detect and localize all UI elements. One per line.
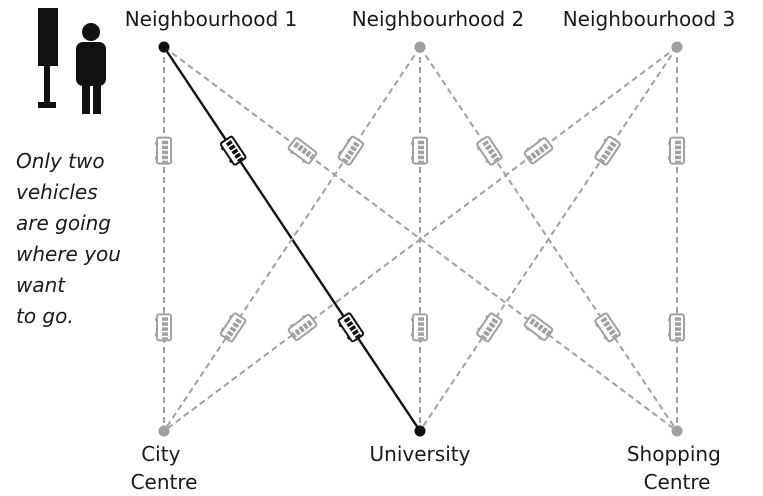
node-dot-n1 bbox=[158, 41, 170, 53]
node-dot-uni bbox=[414, 425, 426, 437]
node-label-shopping-centre: Shopping Centre bbox=[627, 442, 727, 494]
bus-icon bbox=[410, 313, 428, 342]
bus-icon bbox=[591, 133, 622, 167]
node-dot-n3 bbox=[671, 41, 683, 53]
bus-icon bbox=[521, 134, 555, 166]
routes-layer bbox=[163, 46, 678, 432]
nodes-layer bbox=[158, 41, 683, 437]
caption-line: where you bbox=[16, 242, 121, 266]
node-label-university: University bbox=[370, 442, 471, 466]
node-dot-shop bbox=[671, 425, 683, 437]
bus-icon bbox=[591, 311, 622, 345]
node-label-neighbourhood-1: Neighbourhood 1 bbox=[125, 7, 298, 31]
caption: Only two vehicles are going where you wa… bbox=[16, 149, 127, 328]
person-icon bbox=[76, 23, 106, 114]
caption-line: vehicles bbox=[16, 180, 98, 204]
route-n2-city bbox=[163, 46, 421, 432]
route-n3-city bbox=[163, 46, 678, 432]
bus-stop-sign-icon bbox=[38, 8, 58, 108]
bus-icon bbox=[285, 136, 319, 167]
bus-icon bbox=[667, 136, 685, 165]
bus-icon bbox=[154, 313, 172, 342]
caption-line: are going bbox=[16, 211, 111, 235]
node-dot-n2 bbox=[414, 41, 426, 53]
bus-icon bbox=[335, 133, 365, 167]
caption-line: Only two bbox=[16, 149, 105, 173]
bus-icon bbox=[217, 310, 248, 344]
node-label-neighbourhood-3: Neighbourhood 3 bbox=[563, 7, 736, 31]
caption-line: want bbox=[16, 273, 66, 297]
bus-icon bbox=[473, 310, 504, 344]
bus-icon bbox=[154, 136, 172, 165]
node-label-city-centre: City Centre bbox=[131, 442, 198, 494]
caption-line: to go. bbox=[16, 304, 74, 328]
bus-icon bbox=[473, 134, 504, 168]
node-label-neighbourhood-2: Neighbourhood 2 bbox=[352, 7, 525, 31]
bus-icon bbox=[667, 313, 685, 342]
bus-icon bbox=[410, 136, 428, 165]
node-dot-city bbox=[158, 425, 170, 437]
route-n3-uni bbox=[419, 46, 678, 432]
